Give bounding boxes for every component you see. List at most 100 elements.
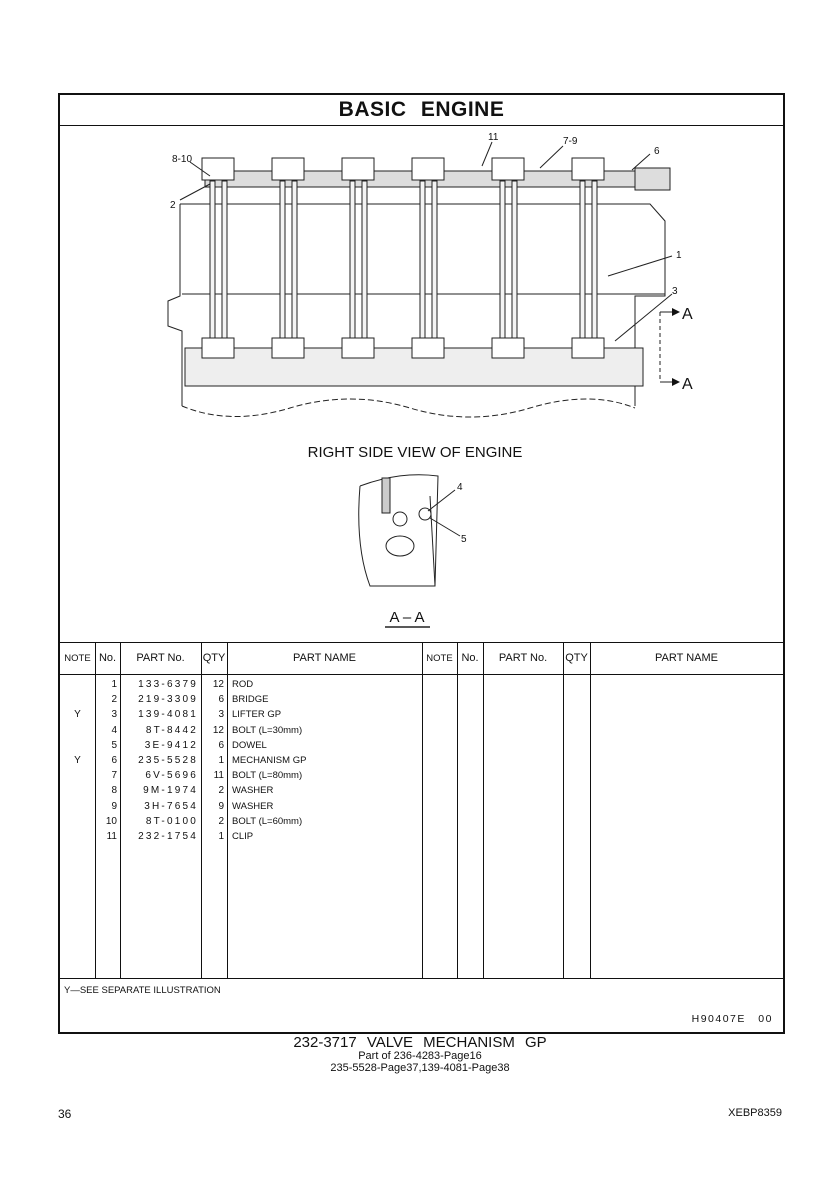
quantity: 9 [218, 800, 224, 812]
rocker-arm [411, 157, 445, 181]
note-cell: Y [74, 709, 81, 721]
item-number: 4 [111, 724, 117, 736]
lifter [201, 337, 235, 359]
part-number: 232-1754 [138, 831, 198, 842]
section-marker-bottom: A [682, 376, 693, 393]
push-rod [419, 180, 426, 352]
drawing-code: H90407E 00 [691, 1013, 773, 1025]
parts-page-frame: BASIC ENGINE [58, 93, 785, 1034]
section-marker-top: A [682, 306, 693, 323]
part-name: LIFTER GP [232, 709, 282, 721]
callout-1: 1 [676, 250, 682, 261]
rocker-arm [491, 157, 525, 181]
callout-5: 5 [461, 534, 467, 545]
push-rod [279, 180, 286, 352]
part-number: 8T-0100 [145, 815, 198, 827]
push-rod [349, 180, 356, 352]
item-number: 5 [111, 739, 117, 751]
part-name: WASHER [232, 800, 274, 812]
table-row: 8 9M-1974 2 WASHER [60, 783, 422, 798]
quantity: 6 [218, 739, 224, 751]
callout-11: 11 [488, 132, 499, 143]
push-rod [431, 180, 438, 352]
header-no-2: No. [461, 652, 479, 664]
item-number: 10 [105, 815, 117, 827]
header-no: No. [98, 652, 117, 664]
quantity: 6 [218, 694, 224, 706]
item-number: 1 [111, 679, 117, 690]
part-number: 9M-1974 [143, 785, 198, 797]
item-number: 2 [111, 694, 117, 706]
push-rod [591, 180, 598, 352]
item-number: 3 [111, 709, 117, 721]
callout-3: 3 [672, 286, 678, 297]
push-rod [361, 180, 368, 352]
push-rod [511, 180, 518, 352]
header-qty-2: QTY [565, 652, 588, 664]
section-caption: A – A [389, 609, 424, 626]
part-number: 3H-7654 [144, 800, 198, 812]
part-of-reference: Part of 236-4283-Page16 [358, 1050, 482, 1062]
table-row: 2 219-3309 6 BRIDGE [60, 692, 422, 707]
engine-illustration: 8-10 2 11 7-9 6 1 3 A A RIGHT SIDE VIEW … [60, 126, 783, 642]
note-cell: Y [74, 755, 81, 766]
part-name: CLIP [232, 831, 254, 842]
page-number: 36 [58, 1107, 72, 1121]
callout-4: 4 [457, 482, 463, 493]
lifter [411, 337, 445, 359]
table-row: 11 232-1754 1 CLIP [60, 829, 422, 844]
header-part-no-2: PART No. [498, 652, 548, 664]
lifter [341, 337, 375, 359]
part-name: BOLT (L=30mm) [232, 724, 303, 736]
push-rod [499, 180, 506, 352]
part-name: ROD [232, 679, 254, 690]
section-title: BASIC ENGINE [60, 95, 783, 126]
table-row: 9 3H-7654 9 WASHER [60, 799, 422, 814]
document-id: XEBP8359 [728, 1107, 782, 1119]
part-name: WASHER [232, 785, 274, 797]
part-number: 235-5528 [138, 755, 198, 766]
part-number: 133-6379 [138, 679, 198, 690]
page-references: 235-5528-Page37,139-4081-Page38 [330, 1062, 510, 1074]
item-number: 6 [111, 755, 117, 766]
quantity: 2 [218, 785, 224, 797]
part-name: BOLT (L=80mm) [232, 770, 303, 782]
header-note: NOTE [64, 653, 91, 664]
push-rod [291, 180, 298, 352]
group-title: 232-3717 VALVE MECHANISM GP [293, 1034, 547, 1051]
part-name: BOLT (L=60mm) [232, 815, 303, 827]
header-note-2: NOTE [426, 653, 453, 664]
push-rod [209, 180, 216, 352]
quantity: 3 [218, 709, 224, 721]
part-number: 8T-8442 [145, 724, 198, 736]
push-rod [221, 180, 228, 352]
item-number: 11 [106, 831, 117, 842]
item-number: 8 [111, 785, 117, 797]
item-number: 9 [111, 800, 117, 812]
rocker-arm [341, 157, 375, 181]
lifter [571, 337, 605, 359]
quantity: 12 [212, 724, 224, 736]
table-footnote-row: Y—SEE SEPARATE ILLUSTRATION H90407E 00 [60, 978, 783, 1033]
header-part-name: PART NAME [293, 652, 356, 664]
item-number: 7 [111, 770, 117, 782]
section-detail [358, 474, 461, 628]
quantity: 1 [218, 831, 224, 842]
header-part-name-2: PART NAME [655, 652, 718, 664]
header-qty: QTY [202, 652, 226, 664]
valve-mechanism-drawing: 8-10 2 11 7-9 6 1 3 A A RIGHT SIDE VIEW … [167, 132, 693, 628]
part-name: DOWEL [232, 739, 267, 751]
callout-2: 2 [170, 200, 176, 211]
callout-7-9: 7-9 [563, 136, 578, 147]
part-name: BRIDGE [232, 694, 269, 706]
push-rods [201, 157, 605, 359]
quantity: 1 [218, 755, 224, 766]
view-caption: RIGHT SIDE VIEW OF ENGINE [308, 444, 523, 461]
part-number: 219-3309 [138, 694, 198, 706]
rocker-arm [201, 157, 235, 181]
